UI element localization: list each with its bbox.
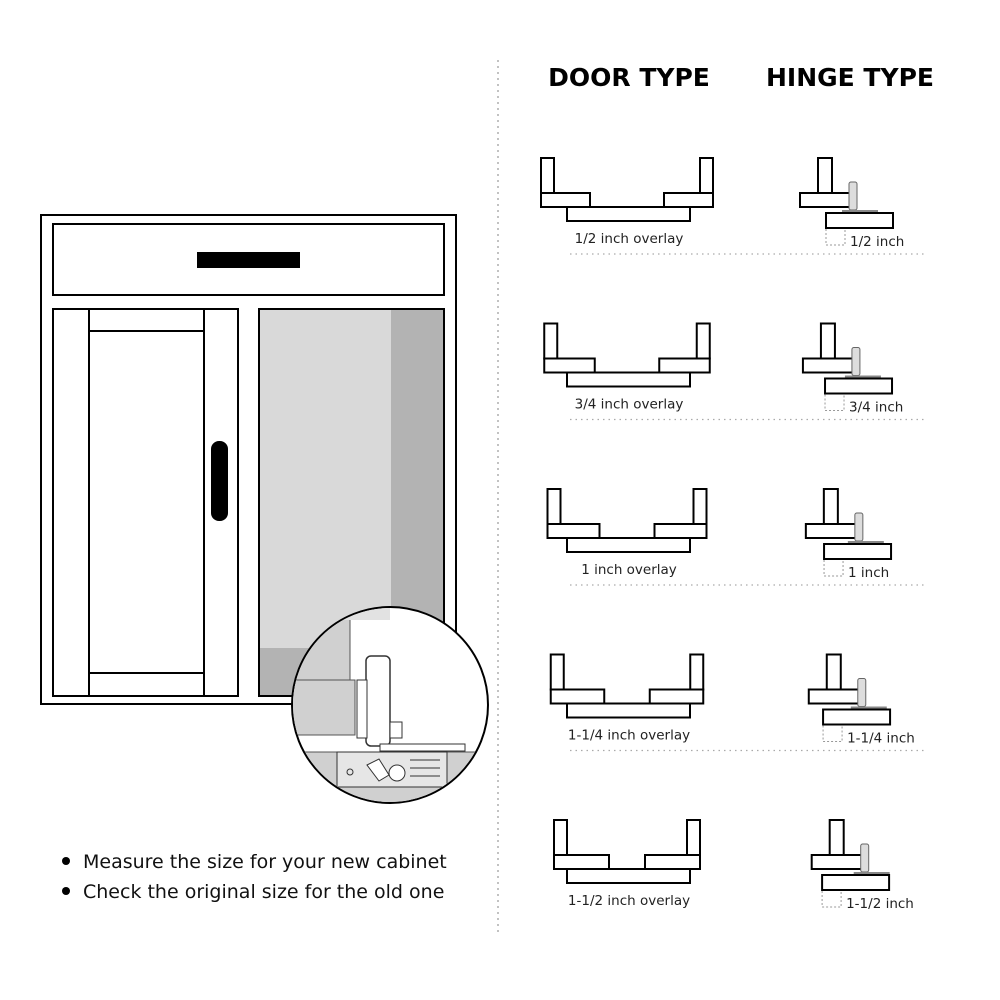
hinge-type-diagram: 1-1/2 inch <box>810 819 914 912</box>
drawer-handle <box>197 252 300 268</box>
overlay-row: 1-1/2 inch overlay 1-1/2 inch <box>553 819 914 912</box>
hinge-type-label: 1 inch <box>848 565 889 581</box>
overlay-row: 1-1/4 inch overlay 1-1/4 inch <box>549 653 925 752</box>
door-type-heading: DOOR TYPE <box>548 63 710 92</box>
hinge-icon <box>851 347 861 376</box>
door-type-label: 1-1/2 inch overlay <box>568 893 690 909</box>
hinge-type-diagram: 1/2 inch <box>799 157 904 250</box>
hinge-closeup <box>291 606 489 804</box>
bullet-item: Check the original size for the old one <box>83 881 444 903</box>
hinge-type-diagram: 1 inch <box>804 488 893 581</box>
door-type-diagram: 1/2 inch overlay <box>540 157 714 247</box>
hinge-type-label: 3/4 inch <box>849 400 903 416</box>
door-type-diagram: 1 inch overlay <box>546 488 708 578</box>
bullet-list: Measure the size for your new cabinet Ch… <box>62 851 447 903</box>
door-type-label: 1 inch overlay <box>581 562 677 578</box>
hinge-icon <box>854 512 864 542</box>
hinge-icon <box>848 181 858 211</box>
door-type-label: 1/2 inch overlay <box>575 231 684 247</box>
hinge-type-label: 1-1/2 inch <box>846 896 914 912</box>
door-type-diagram: 3/4 inch overlay <box>543 322 711 413</box>
door-type-label: 3/4 inch overlay <box>575 397 684 413</box>
door-handle <box>211 441 228 521</box>
hinge-type-label: 1/2 inch <box>850 234 904 250</box>
hinge-icon <box>857 678 867 707</box>
hinge-type-diagram: 3/4 inch <box>801 322 903 416</box>
bullet-item: Measure the size for your new cabinet <box>83 851 447 873</box>
hinge-icon <box>860 843 870 873</box>
left-door-panel <box>88 308 205 697</box>
overlay-row: 3/4 inch overlay 3/4 inch <box>543 322 925 421</box>
door-type-label: 1-1/4 inch overlay <box>568 728 690 744</box>
hinge-type-heading: HINGE TYPE <box>766 63 934 92</box>
overlay-row: 1/2 inch overlay 1/2 inch <box>540 157 925 255</box>
hinge-type-label: 1-1/4 inch <box>847 731 915 747</box>
cabinet-illustration <box>40 214 457 705</box>
door-type-diagram: 1-1/2 inch overlay <box>553 819 701 909</box>
hinge-type-diagram: 1-1/4 inch <box>807 653 915 747</box>
overlay-row: 1 inch overlay 1 inch <box>546 488 925 586</box>
door-type-diagram: 1-1/4 inch overlay <box>549 653 705 744</box>
